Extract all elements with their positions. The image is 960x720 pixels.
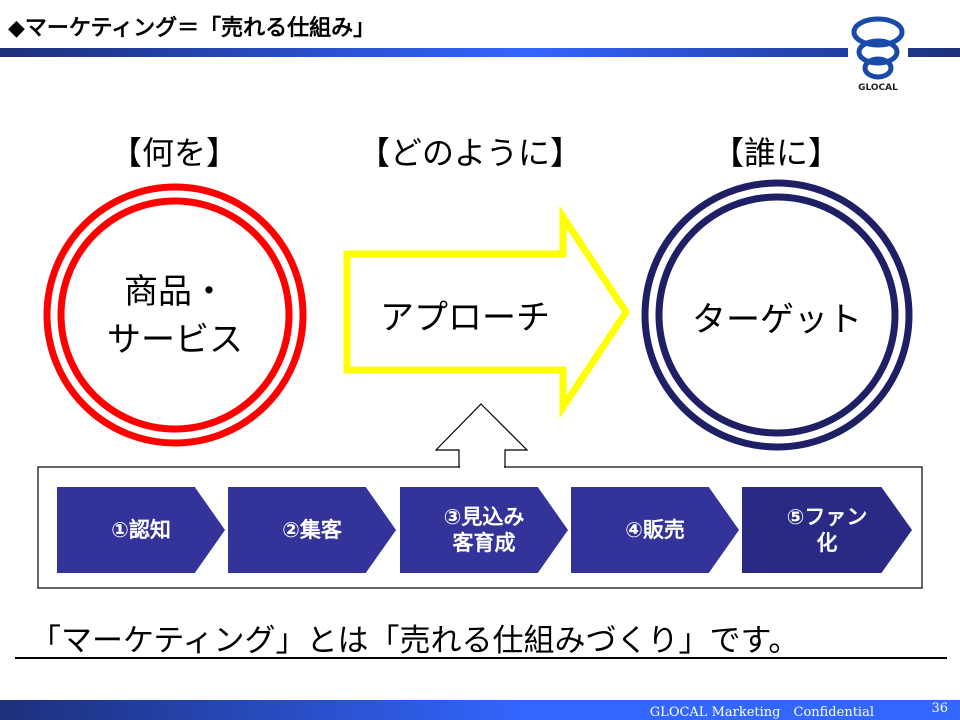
approach-label: アプローチ: [380, 298, 550, 338]
step-awareness: ①認知: [57, 487, 225, 573]
heading-who: 【誰に】: [712, 134, 841, 172]
logo-rings-icon: GLOCAL: [851, 16, 905, 93]
summary-text: 「マーケティング」とは「売れる仕組みづくり」です。: [30, 623, 800, 659]
target-circle-outer: [641, 179, 913, 451]
step-sales: ④販売: [571, 487, 739, 573]
summary-underline: [15, 657, 947, 659]
heading-what: 【何を】: [110, 134, 239, 172]
target-label: ターゲット: [692, 300, 862, 340]
product-label-2: サービス: [107, 320, 243, 360]
title-bar: [0, 48, 960, 57]
footer-text: GLOCAL Marketing Confidential: [649, 705, 874, 720]
step-nurturing: ③見込み 客育成: [400, 487, 568, 573]
step-fan: ⑤ファン 化: [742, 487, 912, 573]
slide-title: ◆マーケティング＝「売れる仕組み」: [8, 16, 376, 41]
logo-text: GLOCAL: [858, 83, 898, 93]
page-number: 36: [931, 701, 948, 716]
heading-how: 【どのように】: [358, 134, 583, 172]
step-attraction: ②集客: [228, 487, 396, 573]
product-label-1: 商品・: [124, 272, 226, 312]
glocal-logo: GLOCAL: [848, 10, 908, 94]
target-circle-inner: [655, 193, 899, 437]
product-circle-outer: [43, 183, 307, 447]
footer-bar: [0, 700, 960, 720]
product-circle-inner: [57, 197, 293, 433]
up-arrow: [434, 403, 529, 468]
approach-arrow: [343, 205, 631, 419]
